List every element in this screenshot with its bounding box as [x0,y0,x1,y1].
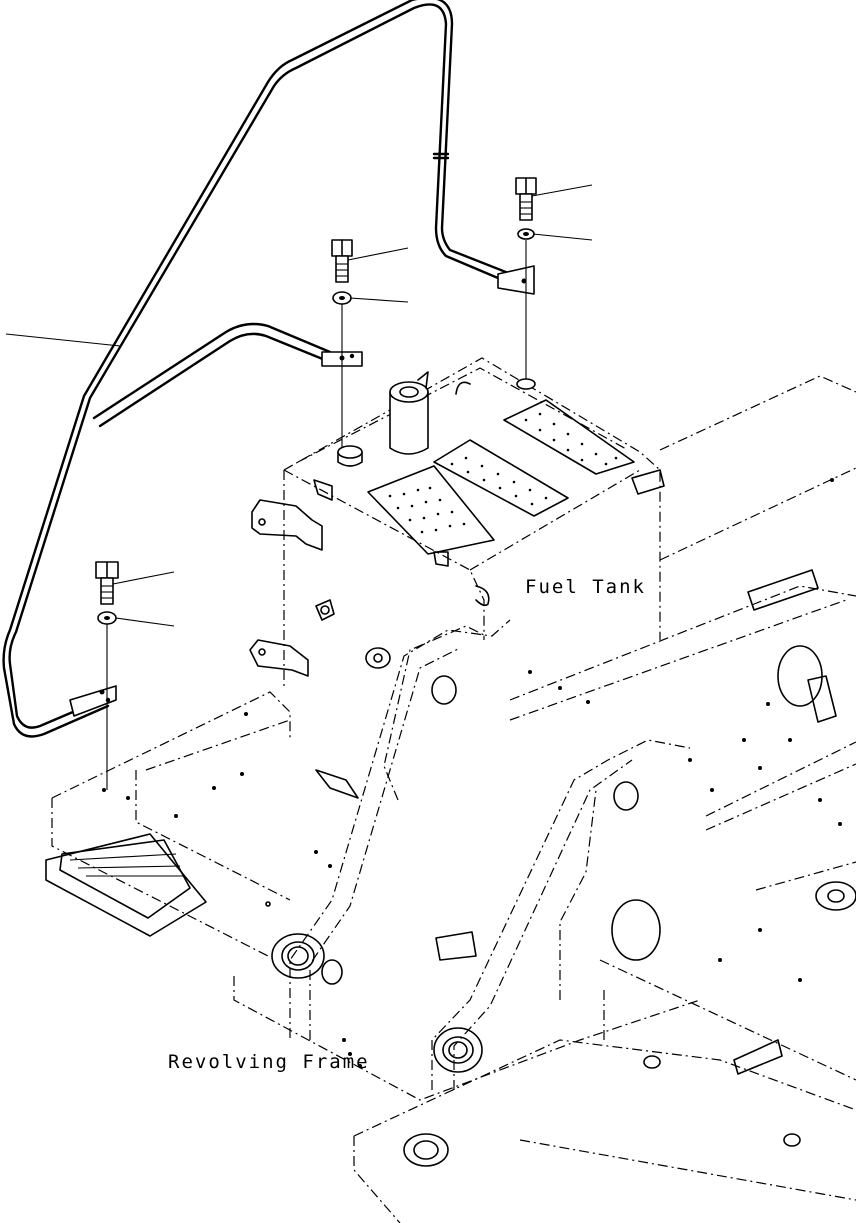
leader-line-bolt-right [531,184,593,197]
leader-line-washer-middle [349,297,409,303]
fuel-filler-neck [389,391,429,455]
tank-mounting-boss [337,445,363,459]
handrail-outer-edge [8,3,514,729]
handrail-plate-right [497,265,535,295]
handrail [2,0,535,738]
leader-line-handrail [5,333,121,347]
tank-side-bracket [249,639,309,677]
swing-circle-hole [403,1133,449,1167]
revolving-frame [45,375,856,1223]
tank-side-bracket [251,499,323,551]
boom-pin-boss [271,933,325,979]
tank-perforated-plate [503,399,635,475]
boom-pin-boss [433,1027,483,1073]
cylinder-pin-hole [431,675,457,705]
tank-sender-unit [365,647,391,669]
handrail-inner-edge [2,0,518,738]
fuel-filler-cap [389,381,429,403]
bolt-middle [331,239,353,283]
handrail-cross-tube-edge [98,332,332,428]
handrail-cross-tube [92,322,332,420]
bolt-right [515,177,537,221]
tank-perforated-plate [433,439,569,517]
label-fuel-tank: Fuel Tank [525,576,646,598]
leader-line-washer-right [532,233,593,241]
cylinder-pin-hole [613,781,639,811]
leader-line-washer-left [115,617,175,627]
leader-line-bolt-left [112,571,175,585]
label-revolving-frame: Revolving Frame [168,1051,370,1073]
leader-line-bolt-middle [347,247,409,261]
tank-perforated-plate [367,465,495,555]
fuel-tank [249,357,665,690]
tank-gauge [315,599,335,621]
left-step [45,833,207,937]
bolt-left [95,561,119,605]
